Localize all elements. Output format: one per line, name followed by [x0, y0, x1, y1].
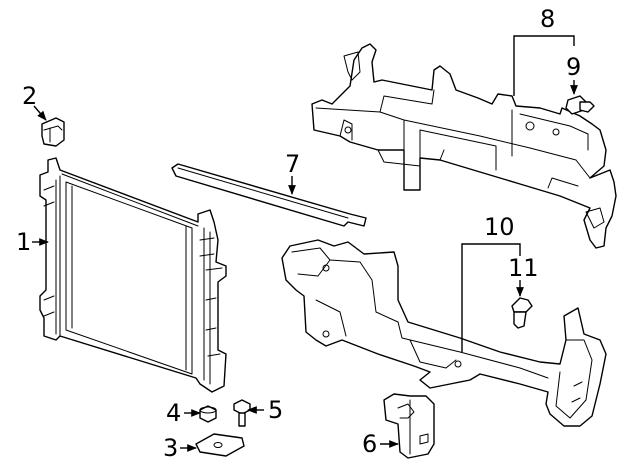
bolt: [233, 399, 251, 427]
radiator: [39, 157, 227, 393]
callout-2: 2: [22, 82, 37, 110]
callout-5: 5: [268, 396, 283, 424]
callout-7: 7: [285, 150, 300, 178]
callout-1: 1: [16, 228, 31, 256]
upper-tie-bar: [311, 43, 617, 249]
callout-3: 3: [163, 434, 178, 462]
bracket-plate: [195, 433, 245, 457]
radiator-clip: [41, 117, 65, 147]
lower-tie-bar: [281, 239, 607, 427]
callout-11: 11: [508, 254, 539, 282]
callout-4: 4: [166, 399, 181, 427]
deflector-bracket: [383, 393, 435, 459]
callout-9: 9: [566, 53, 581, 81]
leader-lines: [32, 35, 578, 452]
callout-10: 10: [484, 213, 515, 241]
callout-6: 6: [362, 430, 377, 458]
seal-strip: [171, 163, 367, 227]
callout-8: 8: [540, 5, 555, 33]
push-pin: [565, 95, 595, 115]
grommet: [199, 405, 217, 423]
callout-labels: 1 2 3 4 5 6 7 8 9 10 11: [16, 5, 581, 462]
retainer-clip: [511, 297, 533, 329]
